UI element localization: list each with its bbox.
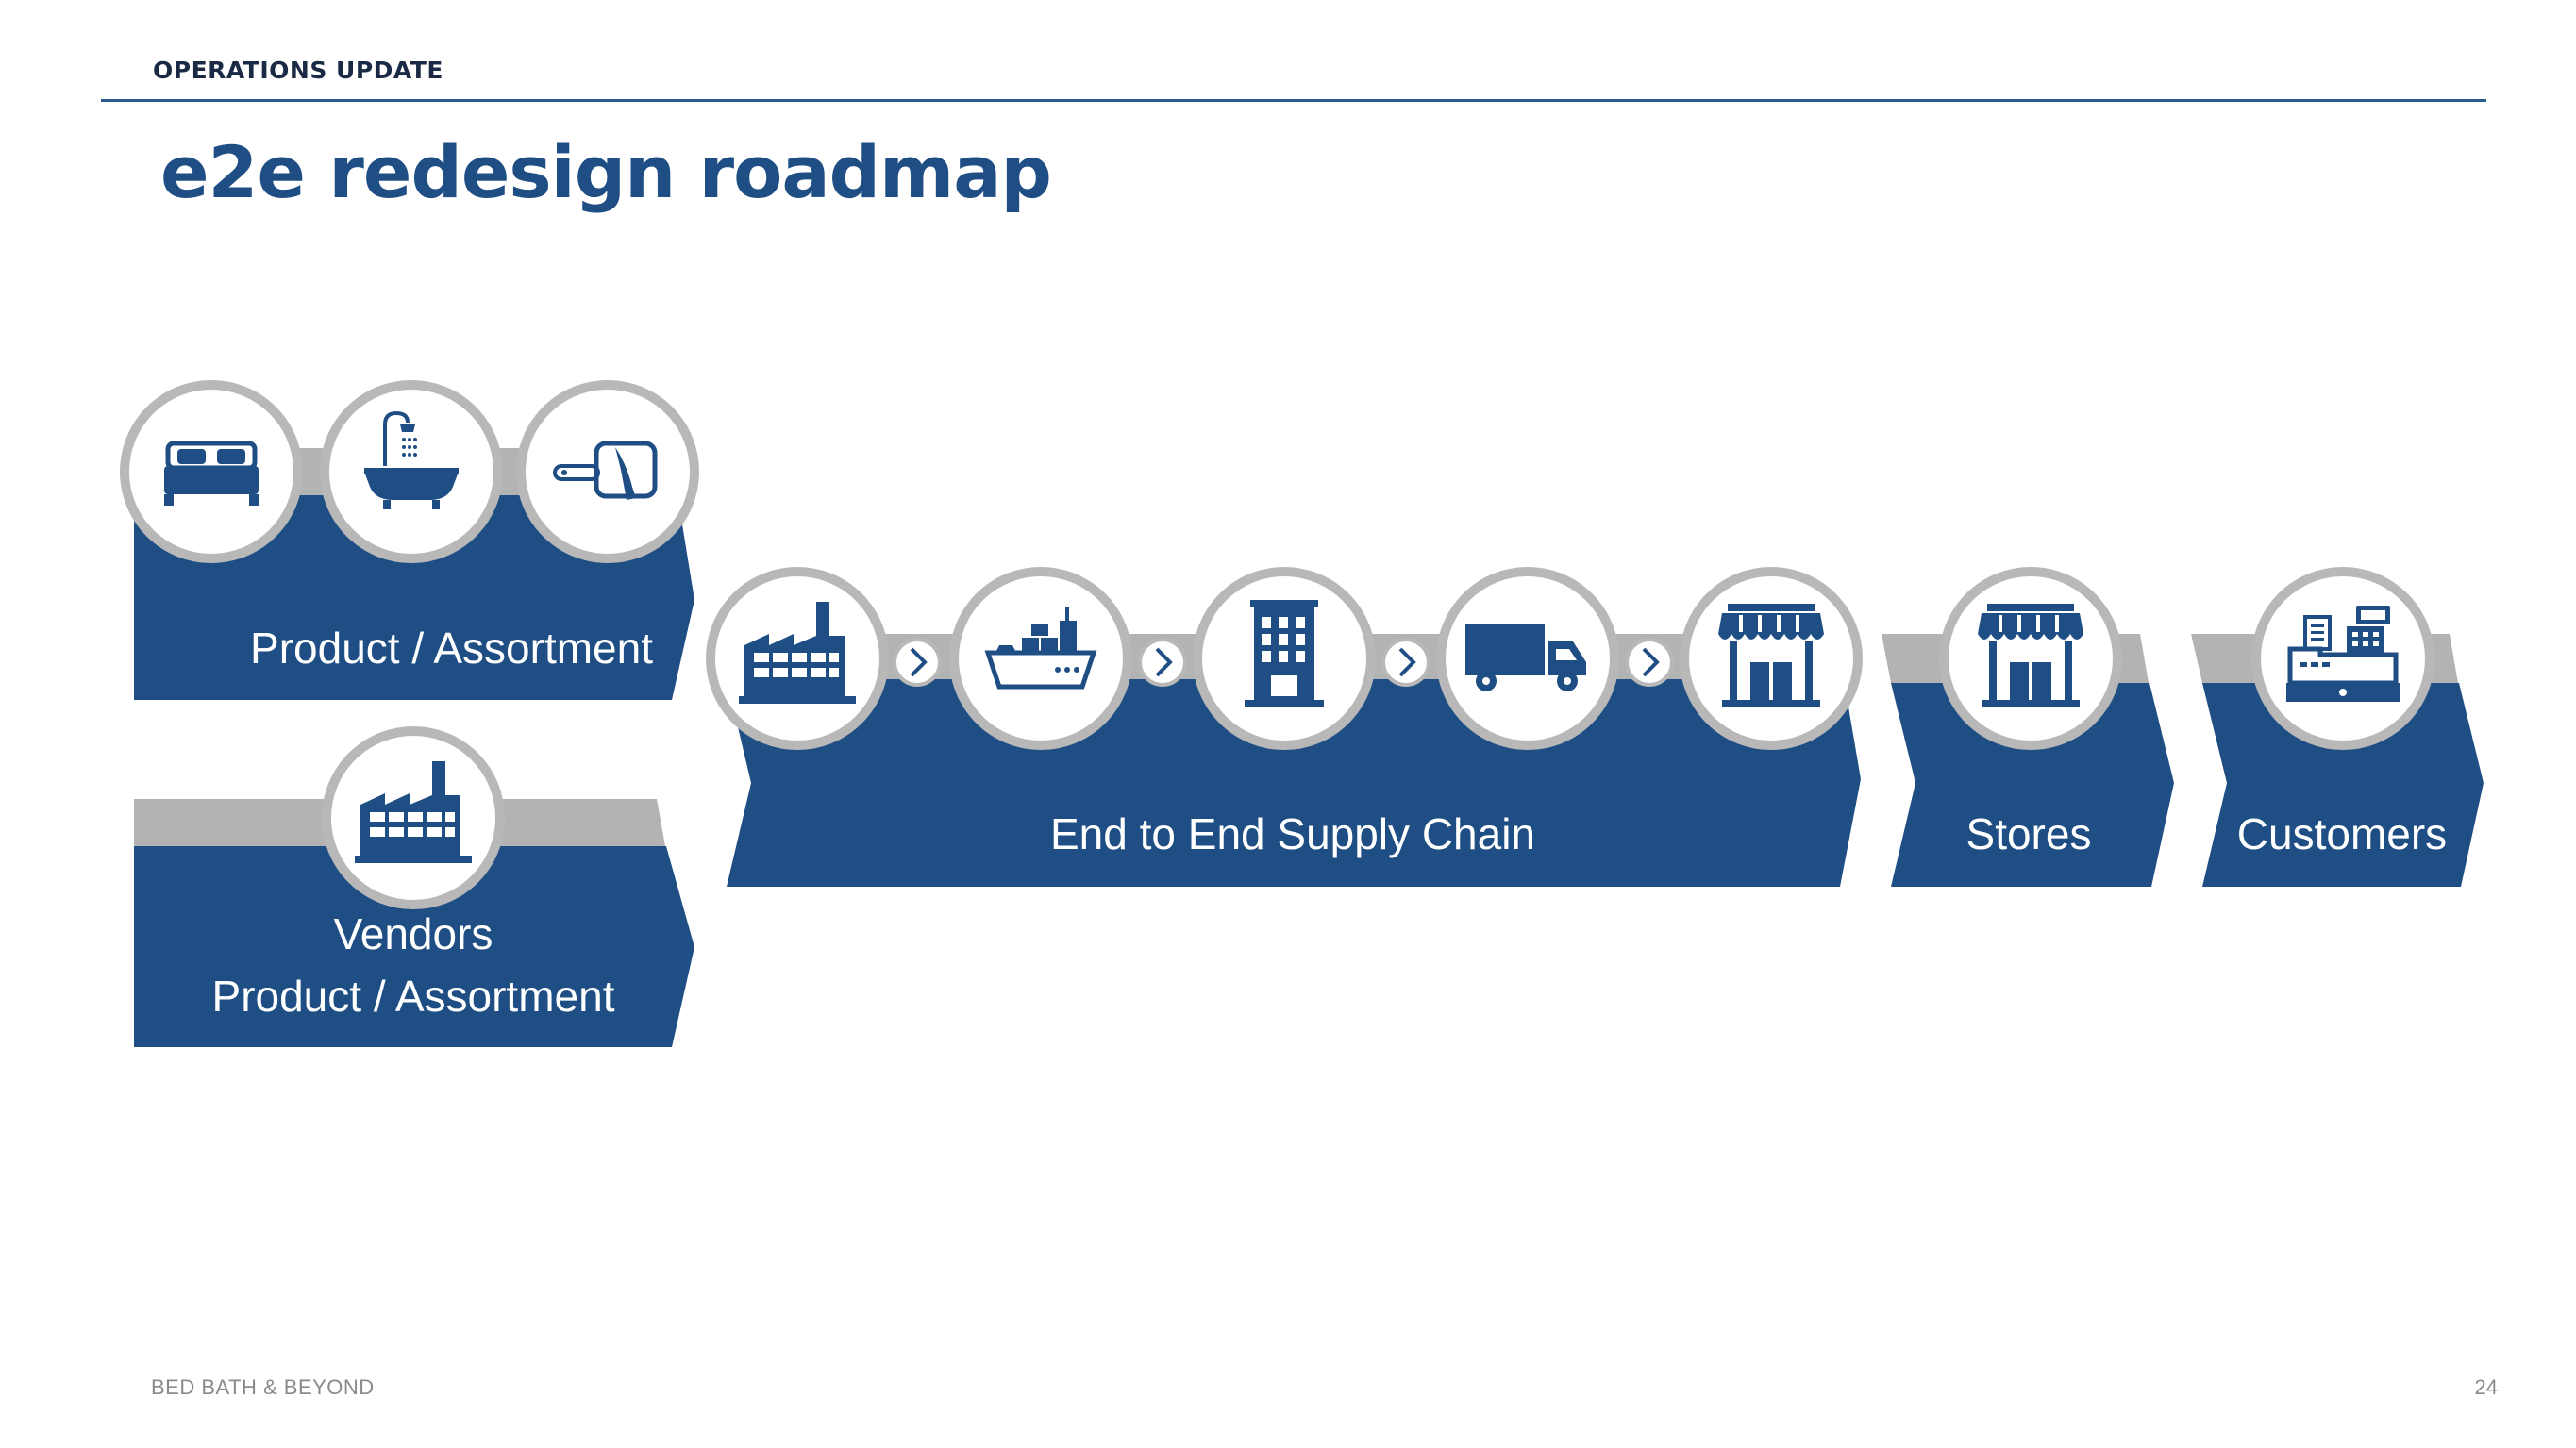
vendors-block: Vendors Product / Assortment	[134, 726, 694, 1047]
stores-block: Stores	[1882, 567, 2174, 887]
step-arrow	[893, 638, 942, 687]
header-divider	[101, 99, 2486, 102]
supply-chain-label: End to End Supply Chain	[1050, 809, 1535, 858]
product-assortment-chevron	[134, 495, 694, 700]
section-label: OPERATIONS UPDATE	[153, 57, 443, 84]
bed-icon	[120, 380, 303, 563]
step-arrow	[1381, 638, 1430, 687]
storefront-icon	[1939, 567, 2122, 750]
product-assortment-label: Product / Assortment	[250, 624, 653, 673]
customers-label: Customers	[2237, 809, 2447, 858]
step-arrow	[1625, 638, 1674, 687]
customers-block: Customers	[2191, 567, 2484, 887]
customers-chevron	[2202, 683, 2484, 887]
supply-chain-block: End to End Supply Chain	[706, 567, 1863, 887]
product-assortment-block: Product / Assortment	[120, 380, 699, 700]
vendors-sublabel: Product / Assortment	[212, 972, 615, 1021]
factory-icon	[706, 567, 889, 750]
page-number: 24	[2474, 1375, 2498, 1399]
stores-chevron	[1891, 683, 2174, 887]
cargo-ship-icon	[949, 567, 1132, 750]
factory-icon	[322, 726, 505, 909]
page-title: e2e redesign roadmap	[160, 130, 1052, 214]
delivery-truck-icon	[1436, 567, 1619, 750]
vendors-label: Vendors	[334, 909, 493, 958]
cash-register-icon	[2251, 567, 2434, 750]
cutting-board-knife-icon	[516, 380, 699, 563]
stores-label: Stores	[1966, 809, 2092, 858]
office-building-icon	[1193, 567, 1376, 750]
step-arrow	[1138, 638, 1187, 687]
footer-brand: BED BATH & BEYOND	[151, 1375, 375, 1399]
storefront-icon	[1680, 567, 1863, 750]
vendors-chevron	[134, 846, 694, 1047]
bathtub-shower-icon	[320, 380, 503, 563]
